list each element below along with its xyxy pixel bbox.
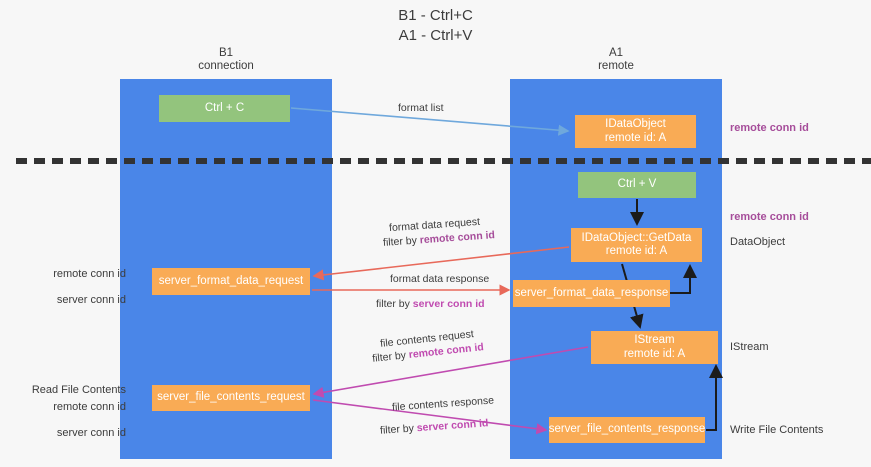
annotation-remote-conn-id-2: remote conn id <box>53 401 126 413</box>
edge-label-format-data-response-filter: filter by server conn id <box>376 298 485 311</box>
node-server-file-contents-request[interactable]: server_file_contents_request <box>152 385 310 411</box>
filter-key: server conn id <box>413 298 485 310</box>
node-server-format-data-response[interactable]: server_format_data_response <box>513 280 670 307</box>
filter-prefix: filter by <box>383 234 421 249</box>
page-title: B1 - Ctrl+C A1 - Ctrl+V <box>0 6 871 46</box>
annotation-dataobject: DataObject <box>730 236 785 249</box>
annotation-left-conn-ids-2: remote conn id server conn id <box>53 401 126 440</box>
filter-prefix: filter by <box>376 298 413 310</box>
node-idataobject[interactable]: IDataObject remote id: A <box>575 115 696 148</box>
arrow-format-data-request <box>314 247 569 276</box>
annotation-server-conn-id: server conn id <box>57 294 126 306</box>
lane-header-a1: A1 remote <box>510 47 722 73</box>
annotation-istream: IStream <box>730 341 769 354</box>
edge-label-format-data-response: format data response <box>390 273 489 286</box>
node-idataobject-getdata[interactable]: IDataObject::GetData remote id: A <box>571 228 702 262</box>
node-server-file-contents-response[interactable]: server_file_contents_response <box>549 417 705 443</box>
annotation-left-conn-ids: remote conn id server conn id <box>53 268 126 307</box>
arrow-filecontents-to-istream <box>706 366 716 430</box>
annotation-remote-conn-id-top: remote conn id <box>730 122 809 135</box>
node-ctrl-v[interactable]: Ctrl + V <box>578 172 696 198</box>
annotation-server-conn-id-2: server conn id <box>57 427 126 439</box>
arrow-response-to-getdata <box>670 266 690 293</box>
edge-label-format-list: format list <box>398 102 444 115</box>
filter-prefix: filter by <box>380 422 418 437</box>
annotation-remote-conn-id-mid: remote conn id <box>730 211 809 224</box>
filter-prefix: filter by <box>372 349 410 365</box>
annotation-remote-conn-id: remote conn id <box>53 268 126 280</box>
node-istream[interactable]: IStream remote id: A <box>591 331 718 364</box>
annotation-read-file-contents: Read File Contents <box>32 384 126 397</box>
node-ctrl-c[interactable]: Ctrl + C <box>159 95 290 122</box>
lane-header-b1: B1 connection <box>120 47 332 73</box>
node-server-format-data-request[interactable]: server_format_data_request <box>152 268 310 295</box>
annotation-write-file-contents: Write File Contents <box>730 424 823 437</box>
